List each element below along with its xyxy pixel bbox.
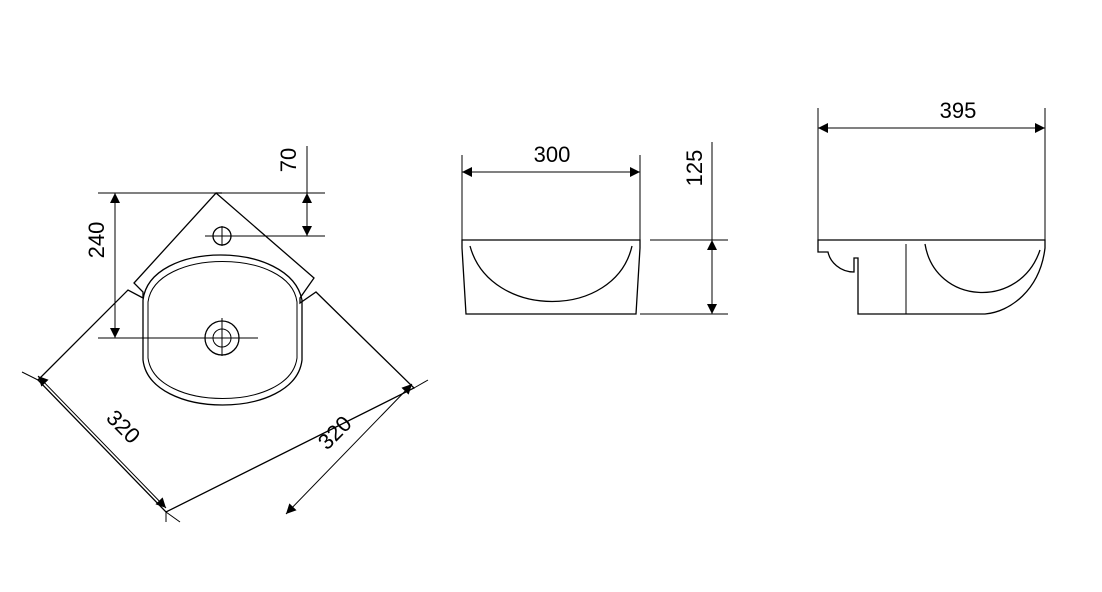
basin-side-outline [817, 239, 1046, 315]
bowl-outer [142, 254, 303, 406]
dim-depth: 240 [84, 222, 109, 259]
bowl-inner [147, 261, 298, 399]
dim-side-length: 395 [940, 98, 977, 123]
front-view: 300 125 [461, 142, 728, 315]
dim-front-width: 300 [534, 142, 571, 167]
top-view: 70 240 320 320 [21, 146, 429, 523]
dim-front-height: 125 [682, 150, 707, 187]
bowl-front-curve [469, 245, 633, 302]
dim-hole-offset: 70 [276, 148, 301, 172]
bowl-side-curve [924, 243, 1041, 294]
side-view: 395 [817, 98, 1046, 315]
dim-side-left: 320 [101, 405, 145, 449]
